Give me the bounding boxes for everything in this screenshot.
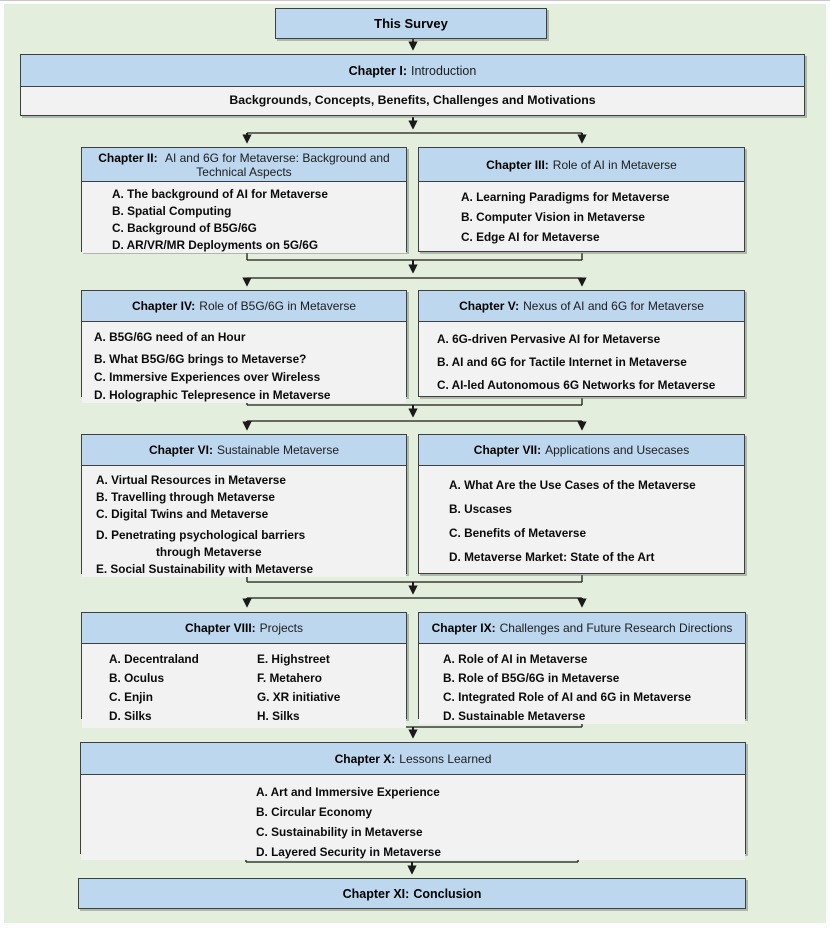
chapter-item: A. 6G-driven Pervasive AI for Metaverse [437, 332, 661, 346]
chapter-item: D. Holographic Telepresence in Metaverse [94, 388, 331, 402]
chapter-4-title: Role of B5G/6G in Metaverse [199, 299, 357, 313]
chapter-item: B. AI and 6G for Tactile Internet in Met… [437, 355, 687, 369]
chapter-item: D. AR/VR/MR Deployments on 5G/6G [112, 238, 319, 252]
chapter-item: E. Social Sustainability with Metaverse [96, 562, 314, 576]
chapter-2-body: A. The background of AI for Metaverse B.… [82, 182, 406, 253]
chapter-5-label: Chapter V: [459, 299, 520, 313]
chapter-item: A. Decentraland [109, 652, 199, 666]
chapter-5-title: Nexus of AI and 6G for Metaverse [523, 299, 704, 313]
chapter-1-label: Chapter I: [348, 63, 407, 78]
node-chapter-7: Chapter VII: Applications and Usecases A… [418, 434, 745, 574]
chapter-item: G. XR initiative [257, 690, 341, 704]
chapter-8-body: A. Decentraland B. Oculus C. Enjin D. Si… [82, 644, 406, 728]
node-chapter-4: Chapter IV: Role of B5G/6G in Metaverse … [81, 290, 407, 403]
chapter-4-body: A. B5G/6G need of an Hour B. What B5G/6G… [82, 322, 406, 403]
node-chapter-2: Chapter II: AI and 6G for Metaverse: Bac… [81, 147, 407, 253]
chapter-7-header: Chapter VII: Applications and Usecases [419, 435, 744, 466]
chapter-1-header: Chapter I: Introduction [21, 55, 804, 87]
chapter-item: C. Background of B5G/6G [112, 221, 257, 235]
chapter-item: Backgrounds, Concepts, Benefits, Challen… [229, 93, 596, 107]
chapter-5-body: A. 6G-driven Pervasive AI for Metaverse … [419, 322, 744, 393]
chapter-5-header: Chapter V: Nexus of AI and 6G for Metave… [419, 291, 744, 322]
chapter-4-label: Chapter IV: [131, 299, 196, 313]
node-chapter-1: Chapter I: Introduction Backgrounds, Con… [20, 54, 805, 116]
chapter-9-header: Chapter IX: Challenges and Future Resear… [419, 613, 745, 644]
chapter-2-label: Chapter II: [98, 150, 158, 165]
chapter-11-title: Conclusion [413, 886, 482, 901]
chapter-item: C. Integrated Role of AI and 6G in Metav… [443, 690, 692, 704]
chapter-item: B. Travelling through Metaverse [96, 490, 275, 504]
chapter-item: D. Metaverse Market: State of the Art [449, 550, 655, 564]
chapter-item: H. Silks [257, 709, 300, 723]
chapter-item-continuation: through Metaverse [156, 545, 262, 559]
chapter-item: B. Spatial Computing [112, 204, 232, 218]
chapter-item: C. Edge AI for Metaverse [461, 230, 600, 244]
chapter-item: D. Silks [109, 709, 152, 723]
chapter-6-header: Chapter VI: Sustainable Metaverse [82, 435, 406, 466]
node-chapter-3: Chapter III: Role of AI in Metaverse A. … [418, 147, 745, 252]
chapter-9-body: A. Role of AI in Metaverse B. Role of B5… [419, 644, 745, 724]
chapter-3-label: Chapter III: [486, 157, 549, 172]
chapter-item: A. The background of AI for Metaverse [112, 187, 328, 201]
node-chapter-8: Chapter VIII: Projects A. Decentraland B… [81, 612, 407, 728]
chapter-item: B. What B5G/6G brings to Metaverse? [94, 352, 307, 366]
chapter-item: F. Metahero [257, 671, 322, 685]
node-chapter-9: Chapter IX: Challenges and Future Resear… [418, 612, 746, 724]
chapter-8-title: Projects [259, 621, 304, 635]
chapter-item: B. Computer Vision in Metaverse [461, 210, 645, 224]
node-chapter-6: Chapter VI: Sustainable Metaverse A. Vir… [81, 434, 407, 577]
chapter-item: C. Immersive Experiences over Wireless [94, 370, 321, 384]
chapter-item: A. Art and Immersive Experience [256, 785, 440, 799]
chapter-6-body: A. Virtual Resources in Metaverse B. Tra… [82, 466, 406, 577]
chapter-3-header: Chapter III: Role of AI in Metaverse [419, 148, 744, 182]
chapter-item: D. Penetrating psychological barriers [96, 528, 306, 542]
chapter-item: A. Role of AI in Metaverse [443, 652, 588, 666]
chapter-item: E. Highstreet [257, 652, 330, 666]
chapter-item: C. Benefits of Metaverse [449, 526, 587, 540]
chapter-4-header: Chapter IV: Role of B5G/6G in Metaverse [82, 291, 406, 322]
chapter-1-body: Backgrounds, Concepts, Benefits, Challen… [21, 87, 804, 114]
chapter-10-header: Chapter X: Lessons Learned [81, 743, 745, 775]
chapter-item: D. Layered Security in Metaverse [256, 845, 441, 859]
node-chapter-10: Chapter X: Lessons Learned A. Art and Im… [80, 742, 746, 860]
node-this-survey: This Survey [275, 8, 547, 39]
chapter-2-title: AI and 6G for Metaverse: Background and … [164, 150, 390, 179]
chapter-item: B. Uscases [449, 502, 512, 516]
chapter-6-title: Sustainable Metaverse [216, 443, 340, 457]
chapter-10-title: Lessons Learned [399, 751, 492, 766]
chapter-item: A. Virtual Resources in Metaverse [96, 473, 286, 487]
chapter-item: B. Role of B5G/6G in Metaverse [443, 671, 620, 685]
chapter-8-header: Chapter VIII: Projects [82, 613, 406, 644]
chapter-2-header: Chapter II: AI and 6G for Metaverse: Bac… [82, 148, 406, 182]
chapter-item: C. Enjin [109, 690, 153, 704]
chapter-10-label: Chapter X: [334, 751, 396, 766]
chapter-7-label: Chapter VII: [473, 443, 542, 457]
chapter-3-title: Role of AI in Metaverse [552, 157, 677, 172]
node-chapter-5: Chapter V: Nexus of AI and 6G for Metave… [418, 290, 745, 397]
chapter-7-body: A. What Are the Use Cases of the Metaver… [419, 466, 744, 565]
chapter-item: B. Oculus [109, 671, 165, 685]
chapter-item: B. Circular Economy [256, 805, 373, 819]
chapter-item: A. Learning Paradigms for Metaverse [461, 190, 670, 204]
chapter-8-label: Chapter VIII: [184, 621, 256, 635]
node-this-survey-label: This Survey [374, 16, 448, 31]
node-chapter-11: Chapter XI: Conclusion [78, 878, 746, 909]
chapter-11-label: Chapter XI: [342, 886, 410, 901]
chapter-6-label: Chapter VI: [148, 443, 213, 457]
chapter-item: D. Sustainable Metaverse [443, 709, 586, 723]
chapter-9-label: Chapter IX: [431, 621, 496, 635]
chapter-7-title: Applications and Usecases [545, 443, 690, 457]
chapter-item: A. What Are the Use Cases of the Metaver… [449, 478, 696, 492]
chapter-10-body: A. Art and Immersive Experience B. Circu… [81, 775, 745, 860]
chapter-9-title: Challenges and Future Research Direction… [499, 621, 733, 635]
chapter-item: A. B5G/6G need of an Hour [94, 330, 246, 344]
chapter-3-body: A. Learning Paradigms for Metaverse B. C… [419, 182, 744, 245]
chapter-1-title: Introduction [411, 63, 477, 78]
chapter-item: C. AI-led Autonomous 6G Networks for Met… [437, 378, 716, 392]
chapter-item: C. Digital Twins and Metaverse [96, 507, 269, 521]
chapter-item: C. Sustainability in Metaverse [256, 825, 423, 839]
